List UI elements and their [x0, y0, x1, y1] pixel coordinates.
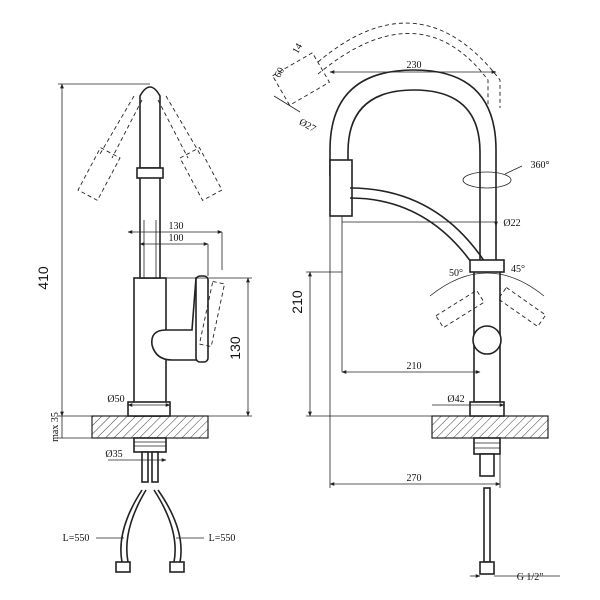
- angle-arc: [429, 272, 545, 297]
- dim-100: 100: [169, 233, 184, 244]
- dim-230: 230: [407, 60, 422, 71]
- dim-130-width: 130: [169, 221, 184, 232]
- hose-fitting-left: [115, 561, 131, 573]
- dim-210-height: 210: [289, 290, 305, 314]
- dashed-lever-right: [497, 286, 547, 328]
- dim-45-degrees: 45°: [511, 264, 525, 275]
- dim-dia27: Ø27: [297, 117, 317, 135]
- dashed-lever-left: [435, 289, 485, 329]
- dim-50-degrees: 50°: [449, 268, 463, 279]
- body-ring: [469, 259, 505, 273]
- hose-fitting-right: [169, 561, 185, 573]
- dashed-handle-right: [157, 95, 223, 201]
- handle-knob: [472, 325, 502, 355]
- spout-inner: [347, 89, 481, 262]
- dashed-head: [271, 52, 331, 106]
- hose-stub: [151, 451, 159, 483]
- hose-length-right: L=550: [209, 533, 236, 544]
- base-ring-left: [127, 401, 171, 417]
- dim-max35: max 35: [50, 412, 61, 442]
- dim-thread: G 1/2": [517, 572, 544, 583]
- dim-270: 270: [407, 473, 422, 484]
- spout-connector: [349, 187, 491, 271]
- dim-210-reach: 210: [407, 361, 422, 372]
- stem-left: [139, 167, 161, 279]
- side-view: 410 max 35 130 100 130 Ø50 Ø35 L=550 L=5…: [35, 83, 252, 573]
- hose-right-view: [483, 487, 491, 563]
- spray-head: [329, 159, 353, 217]
- dim-360: 360°: [531, 160, 550, 171]
- dim-dia42: Ø42: [447, 394, 464, 405]
- dim-dia35: Ø35: [105, 449, 122, 460]
- dim-60: 60: [273, 66, 288, 80]
- mount-nut-left: [133, 437, 167, 453]
- lever-grip: [195, 275, 209, 363]
- hose-fitting-right-view: [479, 561, 495, 575]
- hose-left: [120, 489, 143, 563]
- dim-130-height: 130: [227, 336, 243, 360]
- hose-right: [153, 489, 176, 563]
- hose-stub: [141, 451, 149, 483]
- dashed-spout: [317, 33, 489, 108]
- dim-14: 14: [291, 42, 306, 56]
- countertop-right: [431, 415, 549, 439]
- mount-nut-right: [473, 437, 501, 455]
- dim-410: 410: [35, 266, 51, 290]
- hose-length-left: L=550: [63, 533, 90, 544]
- stem-ring: [136, 167, 164, 179]
- dim-dia50: Ø50: [107, 394, 124, 405]
- rotation-ellipse: [462, 171, 512, 189]
- dashed-handle-left: [77, 95, 143, 201]
- dim-dia22: Ø22: [503, 218, 520, 229]
- lever-dashed: [198, 280, 226, 348]
- countertop-left: [91, 415, 209, 439]
- spout-outer: [329, 69, 497, 262]
- hose-stub-right: [479, 453, 495, 477]
- front-view: 230 60 14 Ø27 360° Ø22 50° 45° 210 210 Ø…: [271, 22, 560, 583]
- base-ring-right: [469, 401, 505, 417]
- stem-top: [139, 86, 161, 168]
